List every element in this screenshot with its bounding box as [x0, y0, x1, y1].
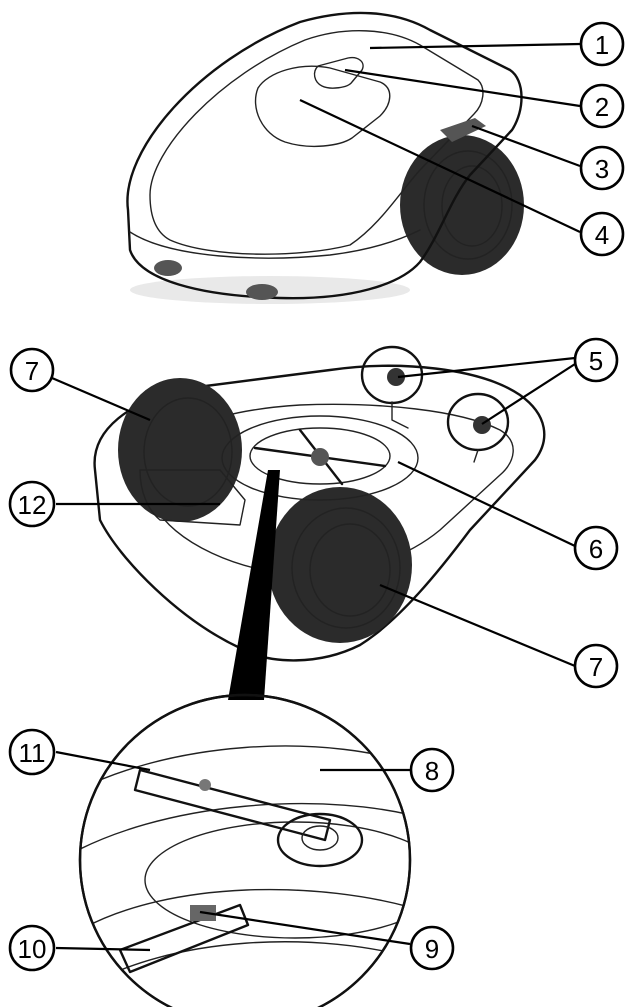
callout-7-left: 7 [9, 347, 55, 393]
callout-2: 2 [579, 83, 625, 129]
front-caster-1 [360, 345, 424, 429]
height-adjust [440, 118, 486, 142]
blade-detail-zoom [78, 693, 412, 1007]
display-panel [254, 65, 391, 147]
front-foot-left [154, 260, 182, 276]
rear-wheel-top [400, 135, 524, 275]
top-cover [149, 30, 484, 255]
callout-6: 6 [573, 525, 619, 571]
front-foot-right [246, 284, 278, 300]
callout-4: 4 [579, 211, 625, 257]
callout-5-label: 5 [589, 346, 603, 376]
callout-4-label: 4 [595, 220, 609, 250]
lower-blade [118, 903, 250, 974]
callout-12: 12 [8, 480, 56, 528]
bumper-line [129, 229, 421, 259]
callout-7-left-label: 7 [25, 356, 39, 386]
callout-9-label: 9 [425, 934, 439, 964]
stop-button [313, 56, 364, 89]
callout-9: 9 [409, 925, 455, 971]
drive-wheel-right [268, 487, 412, 643]
callout-10-label: 10 [18, 934, 47, 964]
callout-12-label: 12 [18, 490, 47, 520]
callout-8-label: 8 [425, 756, 439, 786]
blade-hub [311, 448, 329, 466]
callout-11-label: 11 [19, 738, 46, 768]
callout-10: 10 [8, 924, 56, 972]
callout-2-label: 2 [595, 92, 609, 122]
callout-6-label: 6 [589, 534, 603, 564]
callout-5: 5 [573, 337, 619, 383]
callout-7-right: 7 [573, 643, 619, 689]
mower-bottom-view [93, 345, 546, 662]
callout-7-right-label: 7 [589, 652, 603, 682]
callout-1: 1 [579, 21, 625, 67]
leader-lines [51, 42, 581, 952]
callout-11: 11 [8, 728, 56, 776]
blade-bar [133, 768, 332, 842]
battery-cover [139, 469, 246, 526]
callout-3: 3 [579, 145, 625, 191]
front-caster-2 [446, 392, 510, 463]
callout-8: 8 [409, 747, 455, 793]
zoom-connector [228, 470, 280, 700]
mower-top-view [126, 11, 524, 304]
blade-disc [221, 415, 419, 501]
underside-shell [93, 364, 546, 662]
callout-3-label: 3 [595, 154, 609, 184]
drive-wheel-left [118, 378, 242, 522]
callout-1-label: 1 [595, 30, 609, 60]
